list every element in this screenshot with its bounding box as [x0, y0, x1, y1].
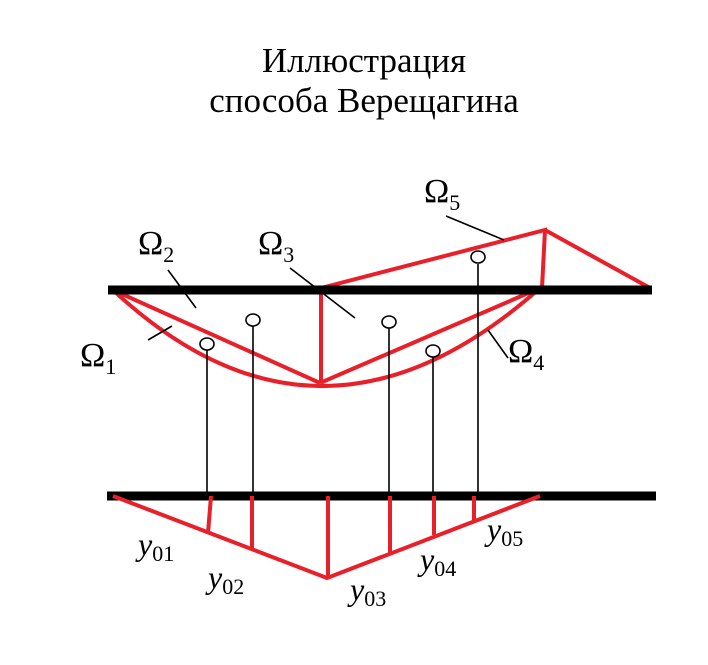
parabolic-curve [111, 286, 542, 388]
triangle-right [319, 286, 541, 385]
label-omega-2: Ω2 [138, 225, 174, 267]
lower-unit-diagram [112, 494, 541, 581]
pointer-omega-5 [445, 215, 505, 241]
label-omega-3: Ω3 [258, 225, 294, 267]
pointer-omega-1 [147, 325, 173, 341]
upper-moment-diagram [111, 227, 651, 388]
centroid-marker-3 [381, 315, 397, 329]
label-y05: y05 [484, 511, 523, 551]
upper-trapezoid [320, 227, 548, 290]
triangle-left [112, 288, 321, 385]
centroid-leaders [147, 215, 509, 496]
label-y02: y02 [205, 559, 244, 599]
label-omega-4: Ω4 [508, 333, 544, 375]
centroid-marker-4 [425, 344, 441, 358]
title-line-2: способа Верещагина [209, 81, 519, 120]
ordinate-1 [206, 495, 213, 534]
centroid-marker-2 [245, 313, 261, 327]
label-y04: y04 [417, 541, 456, 581]
upper-triangle-tail [544, 228, 651, 290]
centroid-marker-5 [470, 250, 486, 264]
centroid-marker-1 [199, 337, 215, 351]
title-line-1: Иллюстрация [262, 41, 466, 80]
label-omega-1: Ω1 [80, 337, 116, 379]
pointer-omega-4 [487, 329, 509, 359]
label-y01: y01 [135, 526, 174, 566]
pointer-omega-2 [167, 269, 197, 309]
label-y03: y03 [347, 571, 386, 611]
label-omega-5: Ω5 [424, 173, 460, 215]
pointer-omega-3 [289, 267, 356, 319]
